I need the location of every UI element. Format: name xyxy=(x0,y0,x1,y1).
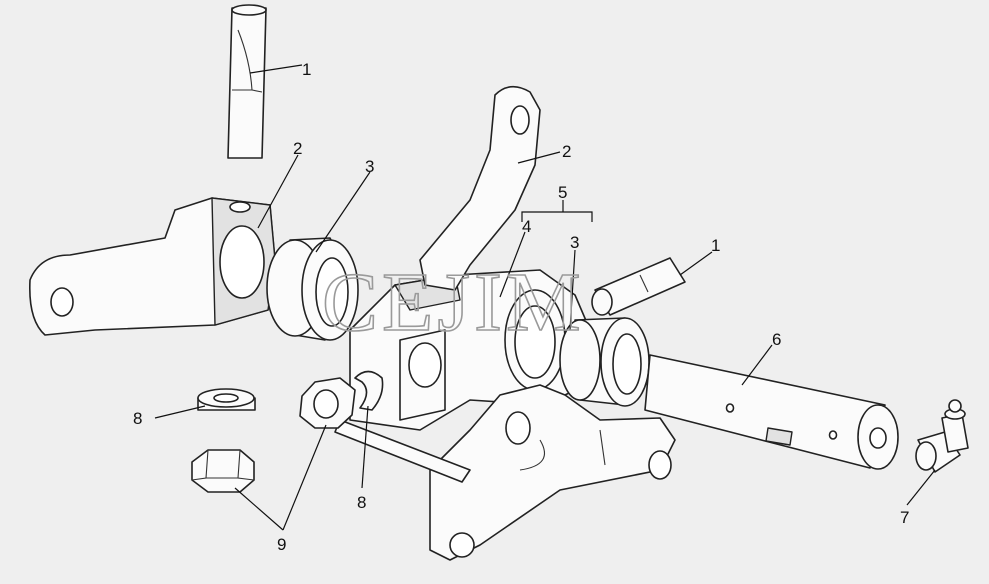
axle xyxy=(644,354,899,470)
bracket-plate xyxy=(429,384,676,561)
callout-nut: 9 xyxy=(277,535,286,554)
washer-left xyxy=(197,388,256,411)
callout-lever-right: 2 xyxy=(562,142,571,161)
grease-fitting xyxy=(915,399,969,473)
callout-bushing-left: 3 xyxy=(365,157,374,176)
bushing-left xyxy=(266,237,359,341)
pin-top xyxy=(227,4,267,159)
lever-left xyxy=(28,197,276,336)
bushing-right xyxy=(559,317,651,407)
nut-washer-center xyxy=(299,370,471,483)
lever-right xyxy=(419,85,541,291)
callout-grease-fitting: 7 xyxy=(900,508,909,527)
callout-lever-left: 2 xyxy=(293,139,302,158)
callout-pin-right: 1 xyxy=(711,236,720,255)
watermark-text: CEJIM xyxy=(322,256,585,349)
nut-left xyxy=(191,449,255,493)
callout-group: 5 xyxy=(558,183,567,202)
pin-right xyxy=(591,257,686,316)
leader-lines xyxy=(154,64,936,531)
callout-axle: 6 xyxy=(772,330,781,349)
callout-washer-center: 8 xyxy=(357,493,366,512)
callout-bushing-right: 3 xyxy=(570,233,579,252)
callout-pin-top: 1 xyxy=(302,60,311,79)
callout-washer-left: 8 xyxy=(133,409,142,428)
callout-body: 4 xyxy=(522,217,531,236)
